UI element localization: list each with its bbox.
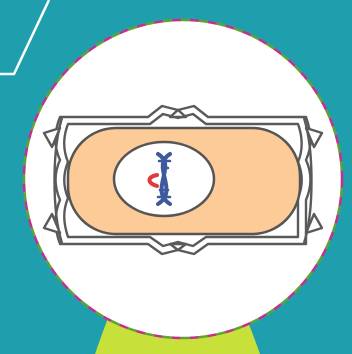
illustration-canvas: [0, 0, 352, 354]
